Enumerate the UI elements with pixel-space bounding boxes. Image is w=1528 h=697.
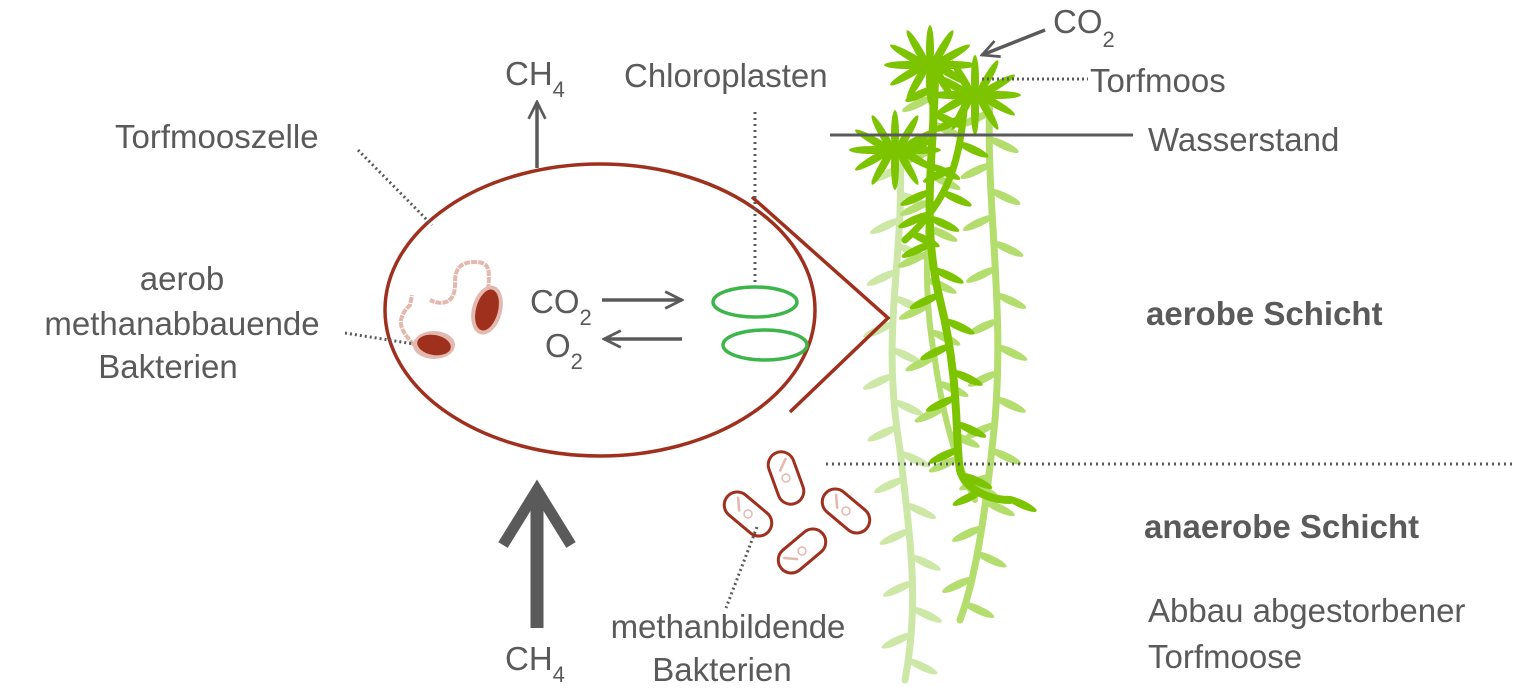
moss-leaf bbox=[879, 528, 911, 545]
moss-leaf bbox=[965, 266, 997, 283]
methanogen-cell bbox=[766, 450, 806, 506]
moss-stem bbox=[901, 96, 969, 244]
moss-leaf bbox=[874, 477, 906, 494]
moss-leaf bbox=[890, 347, 922, 364]
moss-leaf bbox=[994, 396, 1026, 413]
methanogen-cell bbox=[722, 490, 774, 538]
aerobic-methanotrophic-bacteria bbox=[398, 259, 503, 359]
moss-capitulum bbox=[884, 25, 976, 105]
moss-leaf bbox=[989, 188, 1021, 206]
moss-leaf bbox=[952, 489, 984, 506]
moss-leaf bbox=[909, 554, 941, 571]
aerobic-bacteria-label-3: Bakterien bbox=[98, 348, 237, 385]
moss-leaf bbox=[928, 456, 960, 473]
moss-leaf bbox=[898, 212, 930, 229]
moss-leaf bbox=[975, 551, 1007, 568]
moss-leaf bbox=[926, 225, 958, 242]
moss-leaf bbox=[992, 240, 1024, 257]
methanogenic-bacteria-label-2: Bakterien bbox=[652, 651, 791, 688]
moss-leaf bbox=[968, 318, 1000, 335]
decomposition-label-2: Torfmoose bbox=[1148, 638, 1302, 675]
co2-plant-label: CO2 bbox=[1053, 3, 1115, 52]
peat-moss-label: Torfmoos bbox=[1090, 62, 1226, 99]
moss-leaf bbox=[951, 369, 983, 386]
peat-moss-cell bbox=[383, 162, 817, 458]
decomposition-label-1: Abbau abgestorbener bbox=[1148, 592, 1465, 629]
moss-leaf bbox=[899, 199, 931, 216]
moss-leaf bbox=[901, 241, 933, 258]
moss-leaf bbox=[942, 576, 974, 593]
chloroplast bbox=[711, 285, 799, 319]
moss-leaf bbox=[905, 355, 937, 372]
moss-leaf bbox=[963, 601, 995, 619]
moss-leaf bbox=[906, 658, 938, 675]
methanogen-cell bbox=[776, 527, 828, 575]
co2-uptake-arrow bbox=[982, 28, 1046, 55]
moss-leaf bbox=[882, 580, 914, 597]
o2-label: O2 bbox=[545, 327, 583, 374]
water-level-label: Wasserstand bbox=[1148, 121, 1339, 158]
moss-leaf bbox=[922, 166, 954, 183]
moss-leaf bbox=[960, 162, 992, 180]
moss-stem bbox=[888, 146, 917, 684]
moss-leaf bbox=[996, 344, 1028, 361]
methanogenic-bacteria-label-1: methanbildende bbox=[611, 608, 846, 645]
moss-leaf bbox=[897, 251, 929, 268]
methanogenic-bacteria-pointer bbox=[724, 526, 759, 609]
moss-leaf bbox=[983, 500, 1015, 517]
moss-leaf bbox=[904, 502, 936, 519]
moss-leaf bbox=[867, 425, 899, 442]
moss-leaf bbox=[881, 632, 913, 649]
ch4-influx-arrow bbox=[498, 479, 576, 628]
anaerobic-layer-label: anaerobe Schicht bbox=[1144, 508, 1419, 545]
moss-leaf bbox=[902, 95, 934, 112]
moss-stem bbox=[956, 91, 1002, 624]
aerobic-layer-label: aerobe Schicht bbox=[1146, 295, 1383, 332]
moss-leaf bbox=[910, 606, 942, 623]
peat-moss-plant bbox=[849, 25, 1037, 684]
aerobic-bacteria-pointer bbox=[344, 331, 415, 346]
moss-leaf bbox=[955, 421, 987, 438]
aerobic-bacteria-label-1: aerob bbox=[140, 260, 224, 297]
moss-leaf bbox=[962, 214, 994, 231]
moss-leaf bbox=[1005, 495, 1037, 512]
moss-leaf bbox=[908, 231, 940, 248]
moss-stem bbox=[925, 66, 1014, 504]
moss-leaf bbox=[943, 318, 975, 335]
moss-leaf bbox=[866, 269, 898, 286]
moss-leaf bbox=[925, 395, 957, 412]
moss-leaf bbox=[928, 447, 960, 464]
moss-leaf bbox=[928, 215, 960, 232]
moss-leaf bbox=[951, 525, 983, 542]
moss-leaf bbox=[900, 189, 932, 206]
moss-leaf bbox=[920, 344, 952, 361]
moss-leaf bbox=[995, 292, 1027, 309]
moss-leaf bbox=[990, 448, 1022, 465]
co2-label: CO2 bbox=[530, 283, 592, 330]
moss-leaf bbox=[870, 217, 902, 235]
cell-label: Torfmooszelle bbox=[115, 118, 319, 155]
cell-pointer bbox=[356, 148, 434, 227]
moss-leaf bbox=[987, 136, 1019, 154]
methanogen-cell bbox=[820, 487, 872, 535]
chloroplasts-label: Chloroplasten bbox=[624, 57, 828, 94]
moss-leaf bbox=[898, 303, 930, 320]
moss-leaf bbox=[892, 399, 924, 416]
moss-leaf bbox=[957, 141, 989, 158]
chloroplast bbox=[721, 328, 809, 362]
moss-leaf bbox=[914, 406, 946, 423]
moss-leaf bbox=[909, 293, 941, 310]
methanogenic-bacteria bbox=[722, 450, 872, 575]
aerobic-bacteria-label-2: methanabbauende bbox=[44, 305, 319, 342]
moss-leaf bbox=[940, 190, 972, 207]
moss-leaf bbox=[863, 373, 895, 390]
moss-capitulum bbox=[929, 55, 1021, 135]
ch4-bottom-label: CH4 bbox=[505, 640, 565, 687]
moss-leaf bbox=[961, 472, 993, 490]
cell-callout-triangle bbox=[750, 195, 891, 414]
ch4-top-label: CH4 bbox=[505, 55, 565, 102]
moss-leaf bbox=[932, 267, 964, 284]
